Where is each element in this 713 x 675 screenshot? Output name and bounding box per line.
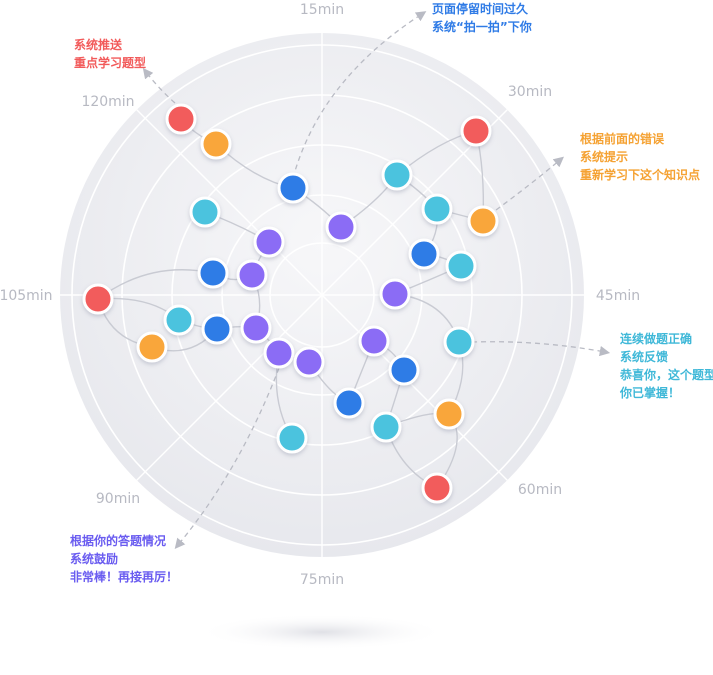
annotation-line: 你已掌握！ xyxy=(620,386,681,400)
annotation-arrow xyxy=(292,11,427,179)
radar-spokes xyxy=(60,33,584,557)
node-cyan xyxy=(276,422,308,454)
annotation-line: 连续做题正确 xyxy=(620,332,693,346)
annotation-line: 非常棒！再接再厉！ xyxy=(70,570,179,584)
annotation-photo: 页面停留时间过久 系统“拍一拍”下你 xyxy=(432,0,532,36)
node-purple xyxy=(325,211,357,243)
annotation-line: 重新学习下这个知识点 xyxy=(580,168,701,182)
question-nodes xyxy=(82,103,499,504)
node-cyan xyxy=(443,326,475,358)
node-red xyxy=(460,115,492,147)
node-purple xyxy=(236,259,268,291)
tick-label: 105min xyxy=(0,288,53,304)
node-blue xyxy=(333,387,365,419)
node-orange xyxy=(200,128,232,160)
node-red xyxy=(421,472,453,504)
annotation-arrows xyxy=(142,11,611,550)
annotation-arrow xyxy=(174,367,280,550)
node-orange xyxy=(433,398,465,430)
annotation-feedback: 连续做题正确 系统反馈 恭喜你，这个题型 你已掌握！ xyxy=(620,330,713,402)
node-cyan xyxy=(381,159,413,191)
node-red xyxy=(165,103,197,135)
node-cyan xyxy=(421,193,453,225)
node-blue xyxy=(201,313,233,345)
tick-label: 75min xyxy=(300,572,344,588)
node-purple xyxy=(263,337,295,369)
base-shadow xyxy=(197,614,447,650)
node-purple xyxy=(240,312,272,344)
tick-label: 90min xyxy=(96,491,140,507)
tick-label: 60min xyxy=(518,482,562,498)
node-cyan xyxy=(163,304,195,336)
annotation-line: 根据前面的错误 xyxy=(580,132,665,146)
annotation-line: 重点学习题型 xyxy=(74,56,147,70)
annotation-arrow xyxy=(142,67,176,104)
annotation-line: 系统反馈 xyxy=(620,350,669,364)
annotation-line: 系统推送 xyxy=(74,38,123,52)
tick-label: 15min xyxy=(300,2,344,18)
annotation-encourage: 根据你的答题情况 系统鼓励 非常棒！再接再厉！ xyxy=(70,532,178,586)
annotation-arrow xyxy=(471,341,611,357)
annotation-push: 系统推送 重点学习题型 xyxy=(74,36,146,72)
radar-spoke xyxy=(136,294,323,481)
annotation-line: 根据你的答题情况 xyxy=(70,534,167,548)
node-purple xyxy=(293,346,325,378)
node-cyan xyxy=(189,196,221,228)
annotation-line: 系统鼓励 xyxy=(70,552,119,566)
annotation-line: 系统“拍一拍”下你 xyxy=(432,20,532,34)
node-blue xyxy=(197,257,229,289)
node-cyan xyxy=(445,250,477,282)
node-cyan xyxy=(370,411,402,443)
annotation-line: 页面停留时间过久 xyxy=(432,2,529,16)
tick-label: 120min xyxy=(81,94,134,110)
annotation-arrow xyxy=(495,156,564,211)
annotation-line: 恭喜你，这个题型 xyxy=(620,368,713,382)
node-red xyxy=(82,283,114,315)
node-purple xyxy=(379,278,411,310)
node-blue xyxy=(408,238,440,270)
node-orange xyxy=(467,205,499,237)
radar-spoke xyxy=(321,294,508,481)
node-orange xyxy=(136,331,168,363)
node-purple xyxy=(358,325,390,357)
annotation-line: 系统提示 xyxy=(580,150,629,164)
radar-spoke xyxy=(136,109,323,296)
node-blue xyxy=(388,354,420,386)
node-blue xyxy=(277,172,309,204)
tick-label: 30min xyxy=(508,84,552,100)
node-purple xyxy=(253,226,285,258)
annotation-hint: 根据前面的错误 系统提示 重新学习下这个知识点 xyxy=(580,130,700,184)
tick-label: 45min xyxy=(596,288,640,304)
time-tick-labels: 15min 30min 45min 60min 75min 90min 105min 120m… xyxy=(0,2,640,588)
